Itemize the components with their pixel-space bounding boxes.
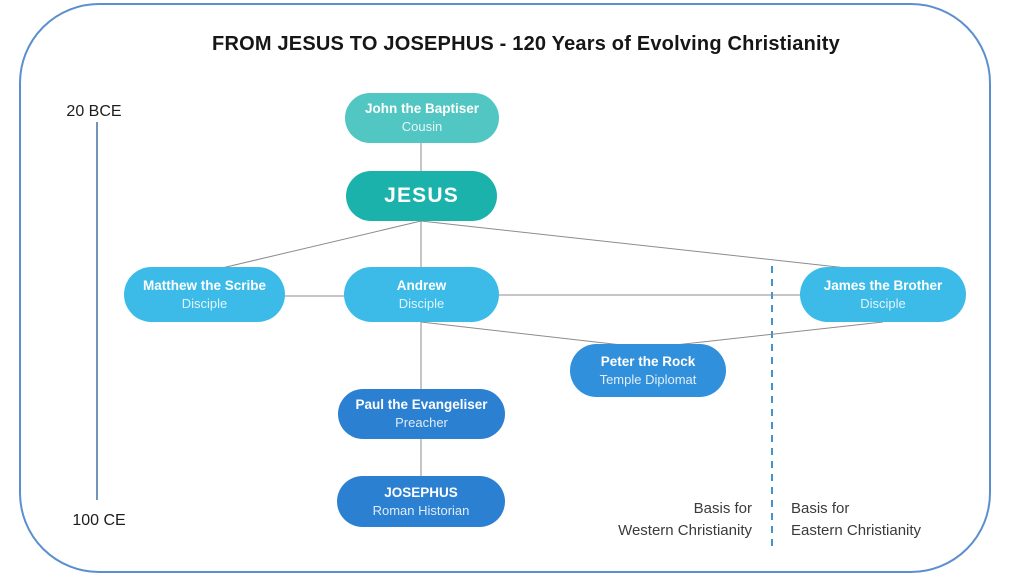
node-name: Andrew [396, 277, 447, 293]
node-subtitle: Temple Diplomat [599, 371, 697, 387]
basis-western-christianity-label: Basis for Western Christianity [618, 498, 752, 542]
timeline-start-label: 20 BCE [66, 103, 122, 120]
node-name: James the Brother [823, 277, 943, 293]
node-andrew: Andrew Disciple [344, 267, 499, 322]
node-subtitle: Preacher [395, 415, 448, 430]
node-subtitle: Disciple [860, 295, 906, 311]
node-name: JESUS [384, 184, 459, 207]
region-label-line2: Western Christianity [618, 522, 752, 539]
region-label-line1: Basis for [791, 500, 850, 517]
node-josephus: JOSEPHUS Roman Historian [337, 476, 505, 527]
node-subtitle: Disciple [398, 295, 445, 311]
outer-rounded-frame [19, 3, 991, 573]
basis-eastern-christianity-label: Basis for Eastern Christianity [791, 498, 921, 542]
node-jesus: JESUS [346, 171, 497, 221]
node-subtitle: Cousin [401, 119, 443, 134]
node-subtitle: Disciple [181, 295, 228, 311]
node-paul-the-evangeliser: Paul the Evangeliser Preacher [338, 389, 505, 439]
node-name: Peter the Rock [600, 353, 696, 369]
node-matthew-the-scribe: Matthew the Scribe Disciple [124, 267, 285, 322]
node-james-the-brother: James the Brother Disciple [800, 267, 966, 322]
node-peter-the-rock: Peter the Rock Temple Diplomat [570, 344, 726, 397]
region-label-line1: Basis for [693, 500, 752, 517]
node-name: JOSEPHUS [384, 484, 458, 500]
node-name: Matthew the Scribe [142, 277, 267, 293]
region-label-line2: Eastern Christianity [791, 522, 922, 539]
connector-james-peter [647, 321, 884, 349]
timeline-end-label: 100 CE [72, 512, 126, 529]
node-name: Paul the Evangeliser [355, 397, 488, 412]
node-john-the-baptiser: John the Baptiser Cousin [345, 93, 499, 143]
node-subtitle: Roman Historian [372, 502, 470, 518]
connector-jesus-james [420, 220, 884, 273]
diagram-title: FROM JESUS TO JOSEPHUS - 120 Years of Ev… [212, 33, 840, 55]
connector-jesus-matthew [204, 220, 422, 273]
connector-andrew-peter [420, 321, 649, 349]
node-name: John the Baptiser [364, 101, 480, 116]
